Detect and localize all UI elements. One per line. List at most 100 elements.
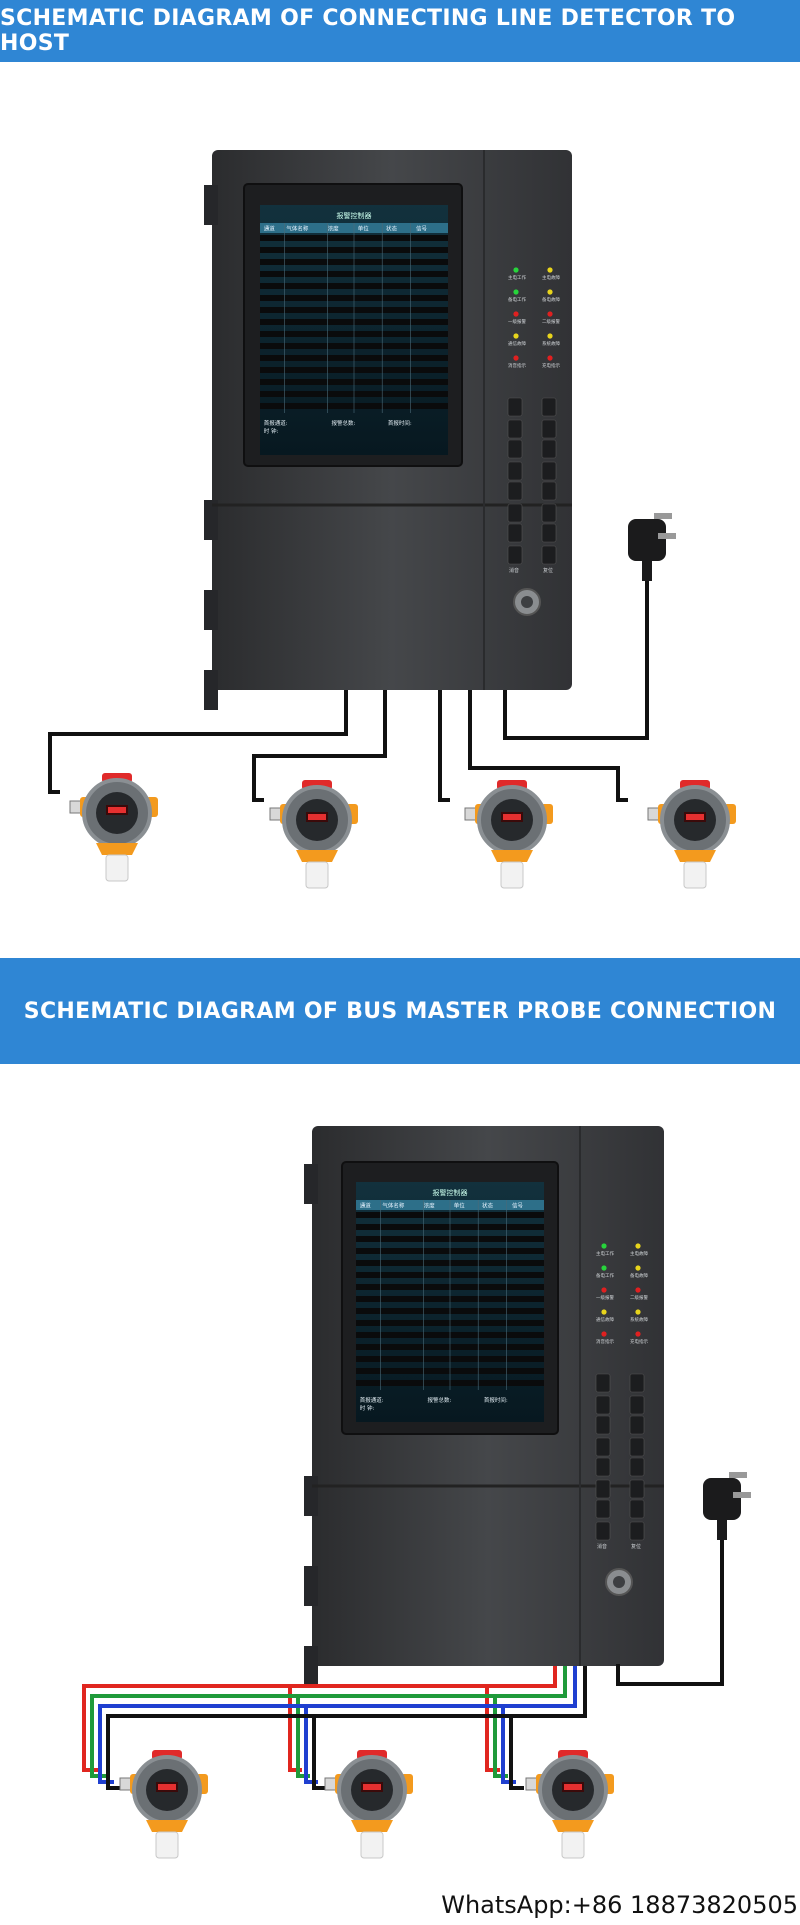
gas-detector-icon <box>324 1750 413 1859</box>
indicator-label: 消音指示 <box>596 1338 614 1345</box>
bus-wires <box>82 1666 587 1790</box>
indicator-label: 备电工作 <box>596 1272 614 1279</box>
screen-footer-label: 首报时间: <box>388 419 412 427</box>
indicator-label: 二级报警 <box>542 318 560 325</box>
panel-key-button[interactable] <box>507 397 523 417</box>
indicator-led <box>547 333 553 339</box>
indicator-label: 通信故障 <box>596 1316 614 1323</box>
panel-key-button[interactable] <box>507 545 523 565</box>
indicator-led <box>601 1287 607 1293</box>
panel-key-button[interactable] <box>595 1521 611 1541</box>
power-plug-icon <box>703 1472 751 1540</box>
indicator-led <box>601 1331 607 1337</box>
indicator-label: 充电指示 <box>630 1338 648 1345</box>
indicator-led <box>635 1331 641 1337</box>
screen-column-header: 浓度 <box>328 225 340 233</box>
panel-key-button[interactable] <box>595 1373 611 1393</box>
gas-detector-icon <box>464 780 553 889</box>
indicator-led <box>547 355 553 361</box>
screen-column-header: 通道 <box>264 225 276 233</box>
bottom-section-title: SCHEMATIC DIAGRAM OF BUS MASTER PROBE CO… <box>23 998 777 1024</box>
screen-column-header: 单位 <box>358 225 370 233</box>
screen-column-header: 状态 <box>482 1202 494 1210</box>
panel-key-button[interactable] <box>629 1499 645 1519</box>
bus-wiring-diagram: 报警控制器 通道气体名称浓度单位状态信号 首报通道:报警总数:首报时间:时 钟:… <box>82 1126 751 1859</box>
screen-column-header: 浓度 <box>424 1202 436 1210</box>
panel-key-button[interactable] <box>629 1457 645 1477</box>
panel-key-button[interactable] <box>541 419 557 439</box>
indicator-led <box>513 355 519 361</box>
panel-key-button[interactable] <box>541 523 557 543</box>
alarm-controller-2: 报警控制器 通道气体名称浓度单位状态信号 首报通道:报警总数:首报时间:时 钟:… <box>304 1126 664 1686</box>
screen-column-header: 通道 <box>360 1202 372 1210</box>
indicator-led <box>601 1243 607 1249</box>
panel-key-label: 消音 <box>597 1543 607 1550</box>
star-wiring-diagram: 报警控制器 通道气体名称浓度单位状态信号 首报通道:报警总数:首报时间:时 钟:… <box>48 150 736 889</box>
screen-clock-label: 时 钟: <box>360 1404 375 1412</box>
key-lock-icon <box>605 1568 633 1596</box>
panel-key-button[interactable] <box>595 1415 611 1435</box>
indicator-label: 主电工作 <box>508 274 526 281</box>
panel-key-button[interactable] <box>507 439 523 459</box>
indicator-label: 二级报警 <box>630 1294 648 1301</box>
indicator-label: 系统故障 <box>630 1316 648 1323</box>
panel-key-button[interactable] <box>541 461 557 481</box>
indicator-led <box>635 1243 641 1249</box>
panel-key-button[interactable] <box>595 1457 611 1477</box>
panel-key-label: 复位 <box>543 567 553 574</box>
panel-key-label: 复位 <box>631 1543 641 1550</box>
alarm-controller-1: 报警控制器 通道气体名称浓度单位状态信号 首报通道:报警总数:首报时间:时 钟:… <box>204 150 572 710</box>
panel-key-button[interactable] <box>507 461 523 481</box>
screen-clock-label: 时 钟: <box>264 427 279 435</box>
indicator-led <box>635 1309 641 1315</box>
indicator-label: 主电工作 <box>596 1250 614 1257</box>
panel-key-button[interactable] <box>507 481 523 501</box>
panel-key-button[interactable] <box>629 1415 645 1435</box>
top-section-title: SCHEMATIC DIAGRAM OF CONNECTING LINE DET… <box>0 6 736 56</box>
panel-key-button[interactable] <box>541 503 557 523</box>
indicator-led <box>513 267 519 273</box>
panel-key-button[interactable] <box>595 1479 611 1499</box>
screen-column-header: 单位 <box>454 1202 466 1210</box>
panel-key-button[interactable] <box>541 545 557 565</box>
panel-key-button[interactable] <box>541 439 557 459</box>
indicator-led <box>513 311 519 317</box>
panel-key-button[interactable] <box>595 1499 611 1519</box>
indicator-label: 主电故障 <box>542 274 560 281</box>
top-section-banner: SCHEMATIC DIAGRAM OF CONNECTING LINE DET… <box>0 0 800 62</box>
indicator-label: 主电故障 <box>630 1250 648 1257</box>
bottom-section-banner: SCHEMATIC DIAGRAM OF BUS MASTER PROBE CO… <box>0 958 800 1064</box>
power-plug-icon <box>628 513 676 581</box>
panel-key-button[interactable] <box>629 1437 645 1457</box>
panel-key-button[interactable] <box>595 1437 611 1457</box>
indicator-label: 充电指示 <box>542 362 560 369</box>
panel-key-label: 消音 <box>509 567 519 574</box>
panel-key-button[interactable] <box>507 523 523 543</box>
screen-column-header: 信号 <box>512 1202 524 1210</box>
panel-key-button[interactable] <box>629 1395 645 1415</box>
indicator-led <box>547 289 553 295</box>
screen-column-header: 气体名称 <box>382 1202 405 1210</box>
indicator-led <box>513 289 519 295</box>
indicator-led <box>635 1287 641 1293</box>
indicator-label: 一级报警 <box>508 318 526 325</box>
indicator-label: 系统故障 <box>542 340 560 347</box>
screen-column-header: 气体名称 <box>286 225 309 233</box>
panel-key-button[interactable] <box>595 1395 611 1415</box>
indicator-led <box>547 311 553 317</box>
panel-key-button[interactable] <box>507 419 523 439</box>
panel-key-button[interactable] <box>629 1479 645 1499</box>
panel-key-button[interactable] <box>629 1521 645 1541</box>
screen-footer-label: 首报时间: <box>484 1396 508 1404</box>
indicator-led <box>547 267 553 273</box>
panel-key-button[interactable] <box>507 503 523 523</box>
gas-detector-icon <box>69 773 158 882</box>
detector-wires <box>48 690 628 802</box>
panel-key-button[interactable] <box>541 397 557 417</box>
panel-key-button[interactable] <box>629 1373 645 1393</box>
indicator-led <box>635 1265 641 1271</box>
panel-key-button[interactable] <box>541 481 557 501</box>
indicator-label: 通信故障 <box>508 340 526 347</box>
indicator-led <box>513 333 519 339</box>
indicator-label: 消音指示 <box>508 362 526 369</box>
